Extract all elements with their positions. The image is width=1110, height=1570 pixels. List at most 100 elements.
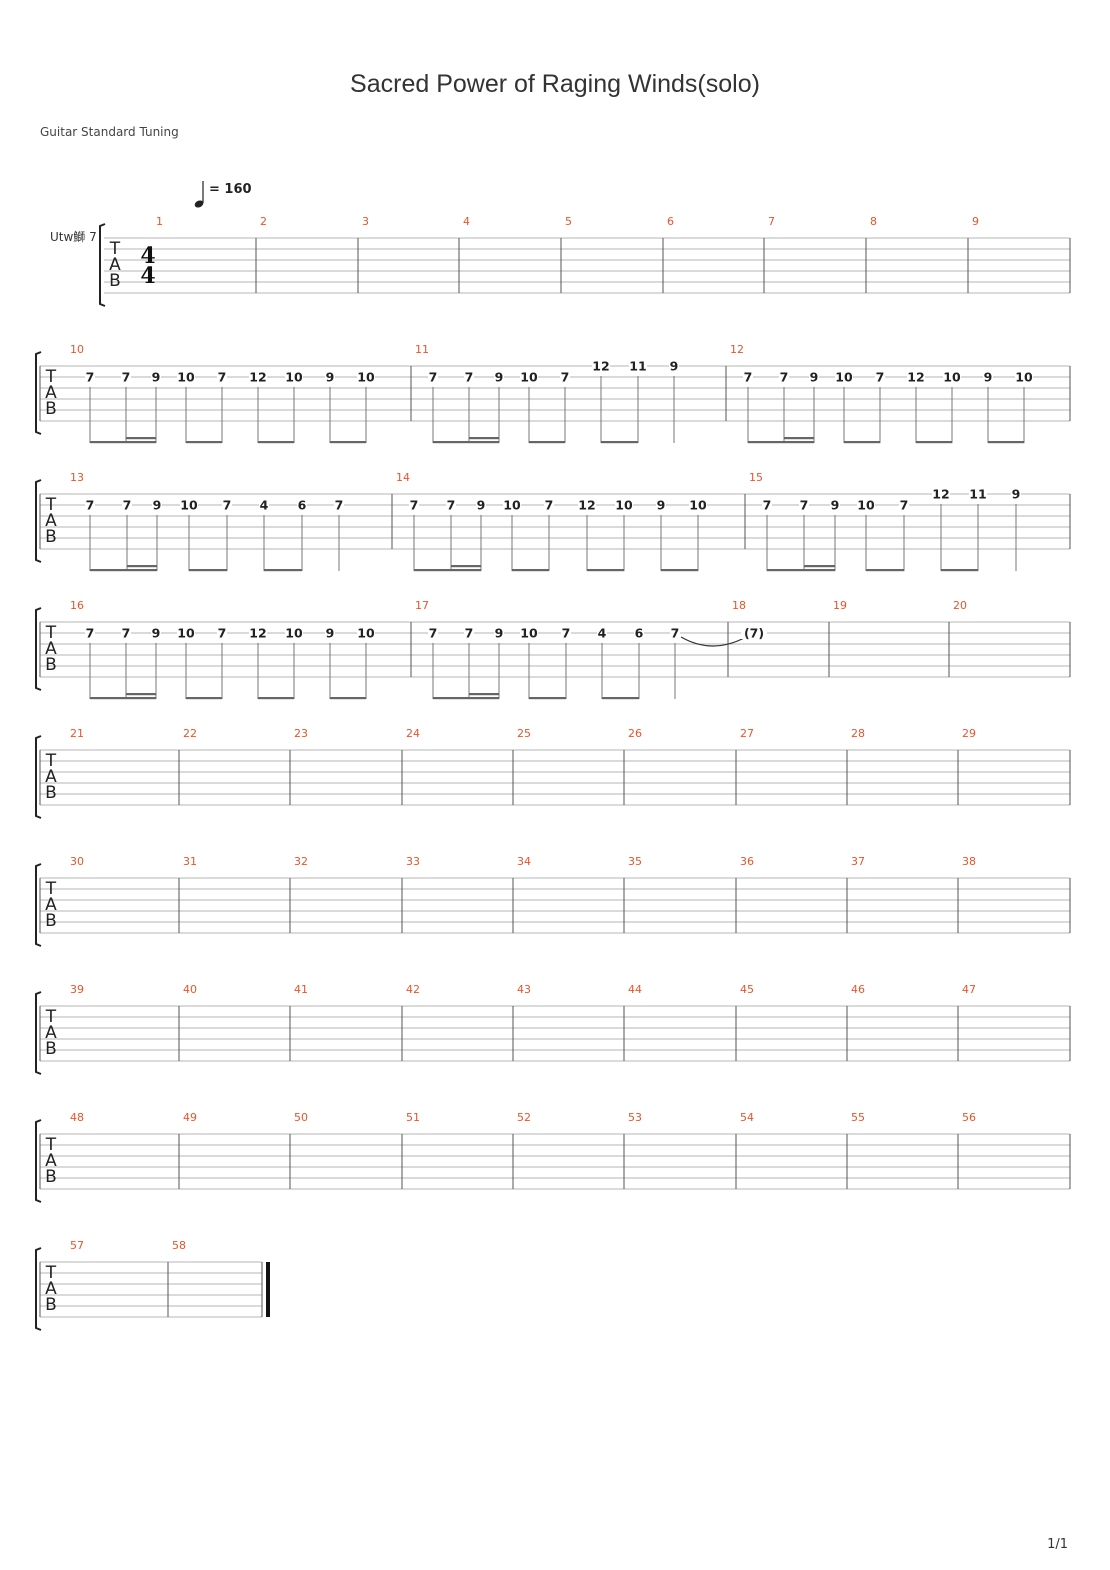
measure-number: 35 bbox=[628, 855, 642, 868]
beam bbox=[330, 697, 366, 700]
fret-number: 12 bbox=[932, 487, 949, 502]
fret-number: 10 bbox=[857, 498, 875, 513]
fret-number: 12 bbox=[592, 359, 609, 374]
fret-number: 12 bbox=[578, 498, 595, 513]
fret-backdrop bbox=[152, 498, 162, 511]
fret-backdrop bbox=[983, 370, 993, 383]
measure-number: 16 bbox=[70, 599, 84, 612]
fret-backdrop bbox=[875, 370, 885, 383]
beam bbox=[469, 693, 499, 696]
measure-number: 27 bbox=[740, 727, 754, 740]
measure-number: 50 bbox=[294, 1111, 308, 1124]
fret-backdrop bbox=[809, 370, 819, 383]
beam bbox=[748, 441, 814, 444]
tab-clef-letter: A bbox=[45, 895, 57, 915]
measure-number: 13 bbox=[70, 471, 84, 484]
page-number: 1/1 bbox=[1047, 1537, 1068, 1552]
beam bbox=[330, 441, 366, 444]
score-title: Sacred Power of Raging Winds(solo) bbox=[350, 70, 760, 98]
fret-backdrop bbox=[357, 626, 375, 639]
fret-number: 7 bbox=[671, 626, 680, 641]
tab-clef-letter: T bbox=[45, 751, 57, 771]
fret-backdrop bbox=[121, 370, 131, 383]
beam bbox=[126, 693, 156, 696]
fret-backdrop bbox=[151, 370, 161, 383]
beam bbox=[126, 437, 156, 440]
fret-number: 7 bbox=[123, 498, 132, 513]
time-signature-bottom: 4 bbox=[140, 263, 155, 289]
fret-backdrop bbox=[520, 370, 538, 383]
beam bbox=[90, 569, 157, 572]
fret-backdrop bbox=[670, 626, 680, 639]
system-bracket bbox=[35, 1119, 42, 1203]
fret-backdrop bbox=[629, 359, 647, 372]
fret-number: 7 bbox=[447, 498, 456, 513]
measure-number: 10 bbox=[70, 343, 84, 356]
measure-number: 4 bbox=[463, 215, 470, 228]
fret-backdrop bbox=[428, 370, 438, 383]
measure-number: 7 bbox=[768, 215, 775, 228]
fret-backdrop bbox=[560, 370, 570, 383]
measure-number: 33 bbox=[406, 855, 420, 868]
beam bbox=[186, 441, 222, 444]
fret-number: 7 bbox=[561, 370, 570, 385]
fret-backdrop bbox=[222, 498, 232, 511]
fret-number: 7 bbox=[780, 370, 789, 385]
beam bbox=[916, 441, 952, 444]
fret-number: 12 bbox=[249, 626, 266, 641]
fret-number: 7 bbox=[429, 626, 438, 641]
beam bbox=[90, 697, 156, 700]
fret-number: 7 bbox=[86, 498, 95, 513]
fret-backdrop bbox=[357, 370, 375, 383]
tab-clef-letter: T bbox=[45, 1263, 57, 1283]
fret-backdrop bbox=[615, 498, 633, 511]
tab-clef-letter: A bbox=[45, 1151, 57, 1171]
measure-number: 58 bbox=[172, 1239, 186, 1252]
fret-backdrop bbox=[561, 626, 571, 639]
system-bracket bbox=[35, 479, 42, 563]
fret-number: 9 bbox=[326, 370, 335, 385]
fret-backdrop bbox=[932, 487, 950, 500]
beam bbox=[866, 569, 904, 572]
measure-number: 48 bbox=[70, 1111, 84, 1124]
tab-clef-letter: B bbox=[45, 783, 57, 803]
fret-backdrop bbox=[180, 498, 198, 511]
fret-number: 7 bbox=[900, 498, 909, 513]
fret-backdrop bbox=[249, 370, 267, 383]
measure-number: 32 bbox=[294, 855, 308, 868]
fret-backdrop bbox=[334, 498, 344, 511]
tab-clef-letter: T bbox=[45, 1007, 57, 1027]
fret-number: 9 bbox=[152, 626, 161, 641]
fret-number: 10 bbox=[1015, 370, 1033, 385]
beam bbox=[529, 441, 565, 444]
fret-backdrop bbox=[669, 359, 679, 372]
measure-number: 51 bbox=[406, 1111, 420, 1124]
fret-number: 10 bbox=[615, 498, 633, 513]
measure-number: 24 bbox=[406, 727, 420, 740]
measure-number: 52 bbox=[517, 1111, 531, 1124]
fret-number: 12 bbox=[907, 370, 924, 385]
measure-number: 31 bbox=[183, 855, 197, 868]
tab-clef-letter: T bbox=[45, 1135, 57, 1155]
system-bracket bbox=[35, 991, 42, 1075]
measure-number: 11 bbox=[415, 343, 429, 356]
system-bracket bbox=[35, 1247, 42, 1331]
measure-number: 54 bbox=[740, 1111, 754, 1124]
fret-backdrop bbox=[969, 487, 987, 500]
fret-number: 7 bbox=[86, 370, 95, 385]
fret-backdrop bbox=[634, 626, 644, 639]
fret-number: 10 bbox=[520, 370, 538, 385]
fret-number: 7 bbox=[223, 498, 232, 513]
beam bbox=[90, 441, 156, 444]
fret-number: 7 bbox=[465, 626, 474, 641]
fret-number: 10 bbox=[285, 626, 303, 641]
measure-number: 42 bbox=[406, 983, 420, 996]
fret-number: 7 bbox=[86, 626, 95, 641]
fret-backdrop bbox=[249, 626, 267, 639]
fret-number: 9 bbox=[657, 498, 666, 513]
fret-number: 9 bbox=[326, 626, 335, 641]
